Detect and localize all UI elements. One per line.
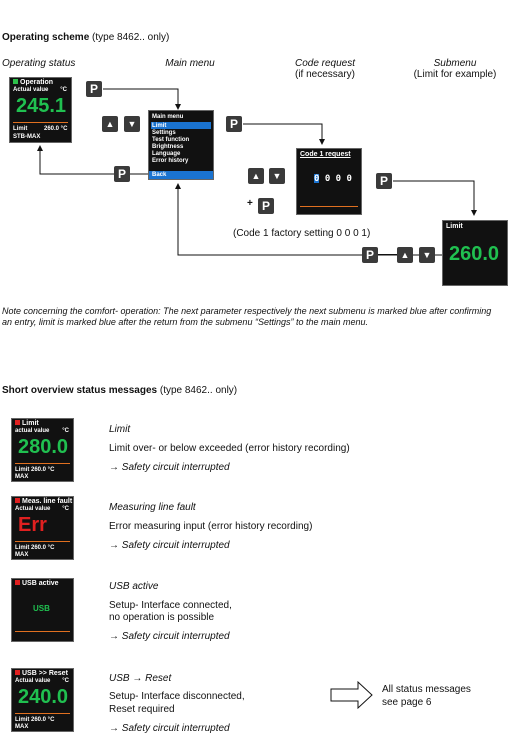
code-factory-note: (Code 1 factory setting 0 0 0 1) xyxy=(233,228,371,239)
menu-item-test-function[interactable]: Test function xyxy=(152,137,190,143)
menu-item-back[interactable]: Back xyxy=(152,172,167,178)
p-key[interactable]: P xyxy=(86,81,102,97)
p-key-menu-confirm[interactable]: P xyxy=(226,116,242,132)
alarm-led-icon xyxy=(15,420,20,425)
caption-operating-status: Operating status xyxy=(2,58,76,69)
code-down-key[interactable]: ▼ xyxy=(269,168,285,184)
menu-item-brightness[interactable]: Brightness xyxy=(152,144,184,150)
limit-heading: Limit xyxy=(109,424,131,435)
limit-value: 260.0 xyxy=(449,243,500,265)
menu-item-settings[interactable]: Settings xyxy=(152,130,176,136)
submenu-p-key[interactable]: P xyxy=(362,247,378,263)
meas-line-fault-display: Meas. line fault Actual value °C Err Lim… xyxy=(11,496,74,560)
status-led-icon xyxy=(13,79,18,84)
caption-main-menu: Main menu xyxy=(165,58,215,69)
flow-lines xyxy=(37,88,477,256)
submenu-up-key[interactable]: ▲ xyxy=(397,247,413,263)
menu-item-limit[interactable]: Limit xyxy=(152,123,167,129)
overview-title: Short overview status messages (type 846… xyxy=(2,385,238,396)
usb-active-heading: USB active xyxy=(109,581,159,592)
actual-value: 245.1 xyxy=(16,95,67,117)
alarm-led-icon xyxy=(15,670,20,675)
alarm-led-icon xyxy=(15,498,20,503)
comfort-operation-note: Note concerning the comfort- operation: … xyxy=(2,306,492,327)
alarm-led-icon xyxy=(15,580,20,585)
usb-active-display: USB active USB xyxy=(11,578,74,642)
usb-reset-display: USB >> Reset Actual value °C 240.0 Limit… xyxy=(11,668,74,732)
arrow-right-icon xyxy=(330,680,373,710)
operation-display: Operation Actual value °C 245.1 Limit 26… xyxy=(9,77,72,143)
see-all-status-messages: All status messages see page 6 xyxy=(382,684,471,708)
menu-item-error-history[interactable]: Error history xyxy=(152,158,189,164)
caption-code-request: Code request (if necessary) xyxy=(294,58,356,80)
caption-submenu: Submenu (Limit for example) xyxy=(413,58,497,80)
usb-reset-heading: USB → Reset xyxy=(109,673,172,684)
submenu-limit-display: Limit 260.0 xyxy=(442,220,508,286)
down-key[interactable]: ▼ xyxy=(124,116,140,132)
meas-line-fault-heading: Measuring line fault xyxy=(109,502,196,513)
code-confirm-p-key[interactable]: P xyxy=(376,173,392,189)
limit-status-display: Limit actual value °C 280.0 Limit 260.0 … xyxy=(11,418,74,482)
code-up-key[interactable]: ▲ xyxy=(248,168,264,184)
up-key[interactable]: ▲ xyxy=(102,116,118,132)
operation-header: Operation xyxy=(13,79,53,87)
submenu-down-key[interactable]: ▼ xyxy=(419,247,435,263)
menu-item-language[interactable]: Language xyxy=(152,151,181,157)
main-menu-display: Main menu Limit Settings Test function B… xyxy=(148,110,214,180)
code-digits: 0 0 0 0 xyxy=(314,174,352,184)
code-p-key[interactable]: P xyxy=(258,198,274,214)
scheme-title: Operating scheme (type 8462.. only) xyxy=(2,32,170,43)
code-request-display: Code 1 request 0 0 0 0 xyxy=(296,148,362,215)
p-key-menu-back[interactable]: P xyxy=(114,166,130,182)
